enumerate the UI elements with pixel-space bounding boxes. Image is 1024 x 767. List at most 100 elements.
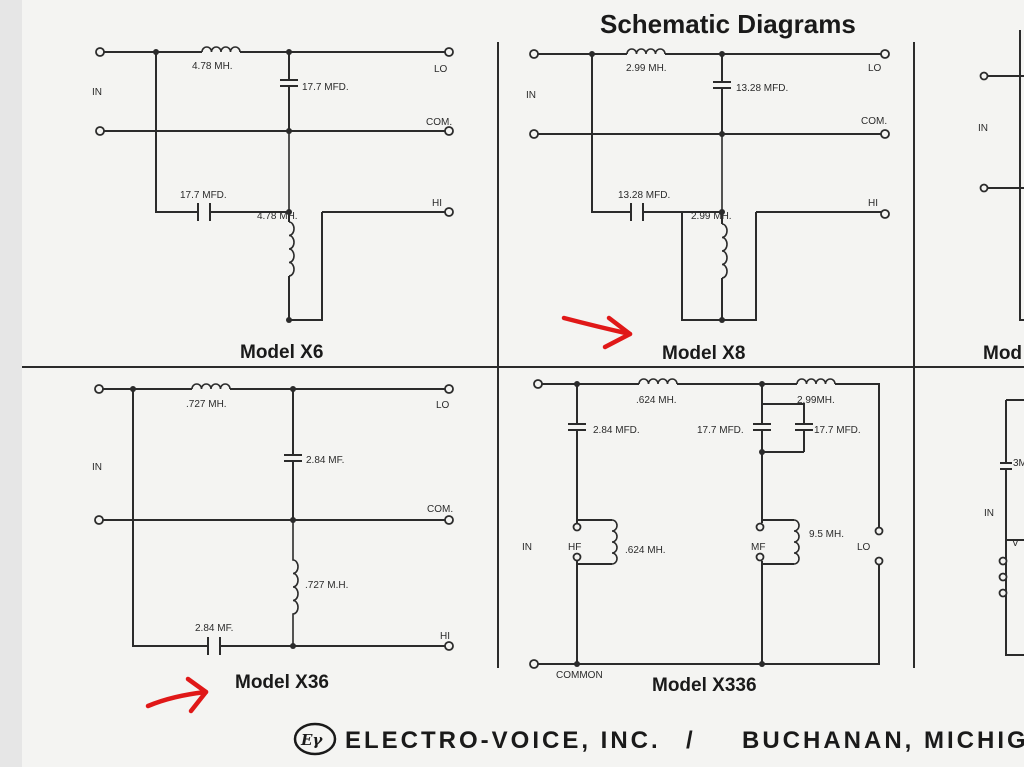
partial-terminal-top [979, 71, 989, 81]
x336-capacitor-1-label: 2.84 MFD. [593, 425, 640, 436]
x6-lo-label: LO [434, 64, 448, 75]
footer: Eγ ELECTRO-VOICE, INC. / BUCHANAN, MICHI… [293, 722, 1024, 756]
x336-in-label: IN [522, 542, 532, 553]
x336-mf-terminal-bottom [755, 552, 765, 562]
x336-hf-terminal-bottom [572, 552, 582, 562]
x36-model-title: Model X36 [235, 672, 329, 693]
x6-top-inductor-label: 4.78 MH. [192, 61, 233, 72]
x336-inductor-2-label: 2.99MH. [797, 395, 835, 406]
x336-lo-terminal-bottom [874, 556, 884, 566]
x36-bottom-inductor-label: .727 M.H. [305, 580, 348, 591]
partial-model-title: Mod [983, 343, 1022, 364]
partial-schematic-top: IN Mod [978, 30, 1024, 364]
model-x36-schematic: IN LO COM. HI .727 MH. 2.84 MF. .727 M.H… [92, 383, 454, 693]
schematic-diagrams: Schematic Diagrams IN LO COM. HI 4.78 MH… [22, 9, 1024, 756]
x336-in-terminal-top [533, 379, 543, 389]
x336-model-title: Model X336 [652, 675, 757, 696]
x336-common-label: COMMON [556, 670, 603, 681]
electro-voice-logo [293, 722, 337, 756]
x6-lo-terminal [444, 47, 454, 57]
x6-com-terminal [444, 126, 454, 136]
x36-shunt-capacitor [284, 389, 302, 520]
x336-inductor-2 [796, 378, 836, 385]
x36-com-terminal [444, 515, 454, 525]
x8-hi-terminal [880, 209, 890, 219]
x6-top-capacitor-label: 17.7 MFD. [302, 82, 349, 93]
x336-common-terminal [529, 659, 539, 669]
partial-in-label-bottom: IN [984, 508, 994, 519]
x336-mf-coil-leads [762, 519, 794, 565]
x6-model-title: Model X6 [240, 342, 323, 363]
x6-series-inductor [201, 46, 241, 53]
x8-shunt-capacitor [713, 54, 731, 134]
x36-bottom-capacitor-label: 2.84 MF. [195, 623, 233, 634]
x8-hi-label: HI [868, 198, 878, 209]
x336-hf-terminal-top [572, 522, 582, 532]
x8-top-inductor-label: 2.99 MH. [626, 63, 667, 74]
x336-outer-loop [538, 383, 880, 665]
x8-com-label: COM. [861, 116, 887, 127]
x6-hi-terminal [444, 207, 454, 217]
x336-inductor-1 [638, 378, 678, 385]
x336-lo-terminal-top [874, 526, 884, 536]
x6-bottom-capacitor-label: 17.7 MFD. [180, 190, 227, 201]
x8-shunt-inductor [721, 134, 728, 279]
partial-schematic-bottom: 3M IN V [984, 399, 1024, 656]
x36-hi-label: HI [440, 631, 450, 642]
x336-mf-label: MF [751, 542, 765, 553]
model-x6-schematic: IN LO COM. HI 4.78 MH. 17.7 MFD. 17.7 MF… [92, 46, 454, 363]
x6-in-label: IN [92, 87, 102, 98]
x336-mf-capacitors [753, 384, 813, 453]
partial-capacitor-label: 3M [1013, 458, 1024, 469]
x36-lo-terminal [444, 384, 454, 394]
x36-series-capacitor [207, 637, 221, 655]
x336-mf-inductor [793, 519, 800, 565]
model-x8-schematic: IN LO COM. HI 2.99 MH. 13.28 MFD. 13.28 … [526, 48, 890, 364]
x336-hf-inductor [611, 519, 618, 565]
x36-lo-label: LO [436, 400, 450, 411]
partial-bottom-circuit [1000, 399, 1024, 656]
x36-in-terminal-bottom [94, 515, 104, 525]
x8-in-terminal-top [529, 49, 539, 59]
logo-text: Eγ [300, 731, 323, 749]
x336-capacitor-3-label: 17.7 MFD. [814, 425, 861, 436]
x6-series-capacitor [197, 203, 211, 221]
x36-top-inductor-label: .727 MH. [186, 399, 227, 410]
company-location: BUCHANAN, MICHIG [742, 727, 1024, 754]
x336-hf-coil-leads [577, 519, 612, 565]
x36-com-label: COM. [427, 504, 453, 515]
model-x336-schematic: IN HF MF LO COMMON .624 MH. 2.99MH. 2.84… [522, 378, 884, 696]
x6-in-terminal-bottom [95, 126, 105, 136]
x336-hf-inductor-label: .624 MH. [625, 545, 666, 556]
x6-high-section [155, 52, 445, 321]
x336-capacitor-2-label: 17.7 MFD. [697, 425, 744, 436]
x36-high-section [132, 389, 445, 647]
x336-hf-label: HF [568, 542, 581, 553]
x336-mf-inductor-label: 9.5 MH. [809, 529, 844, 540]
x336-inductor-1-label: .624 MH. [636, 395, 677, 406]
partial-misc-label: V [1012, 538, 1019, 549]
x8-lo-terminal [880, 49, 890, 59]
partial-top-vertical [1019, 30, 1024, 321]
x336-mf-terminal-top [755, 522, 765, 532]
x6-bottom-inductor-label: 4.78 MH. [257, 211, 298, 222]
x8-model-title: Model X8 [662, 343, 745, 364]
x336-hf-branch [568, 384, 586, 664]
footer-separator: / [686, 727, 696, 754]
x36-in-label: IN [92, 462, 102, 473]
partial-in-label-top: IN [978, 123, 988, 134]
x8-com-terminal [880, 129, 890, 139]
page-heading: Schematic Diagrams [600, 9, 856, 39]
x6-com-label: COM. [426, 117, 452, 128]
x8-in-label: IN [526, 90, 536, 101]
x8-lo-label: LO [868, 63, 882, 74]
annotation-arrow-x8 [561, 315, 633, 350]
x36-series-inductor [191, 383, 231, 390]
x8-in-terminal-bottom [529, 129, 539, 139]
x8-series-capacitor [630, 203, 644, 221]
x6-shunt-capacitor [280, 52, 298, 131]
x36-in-terminal-top [94, 384, 104, 394]
x6-in-terminal-top [95, 47, 105, 57]
x36-shunt-inductor [292, 520, 299, 646]
x336-lo-label: LO [857, 542, 871, 553]
